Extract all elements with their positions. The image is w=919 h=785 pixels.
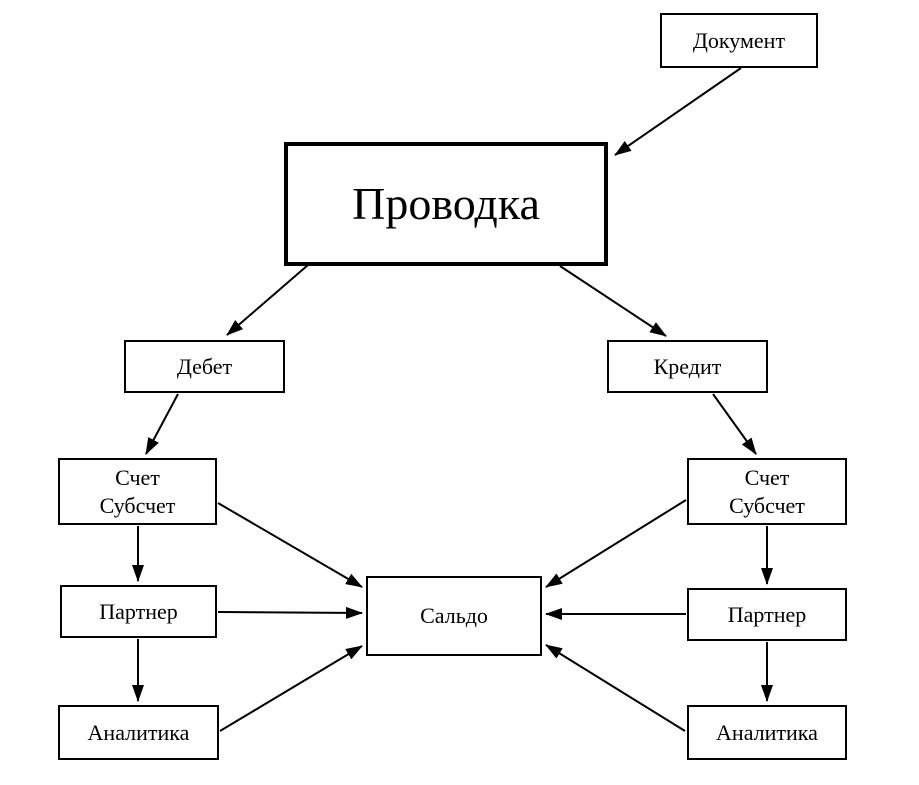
arrow-analitika-left-to-saldo [219, 645, 363, 732]
node-schet-subschet-right-line1: Счет [744, 465, 790, 490]
node-saldo: Сальдо [366, 576, 542, 656]
node-analitika-right: Аналитика [687, 705, 847, 760]
node-document-label: Документ [692, 27, 786, 53]
node-analitika-left-label: Аналитика [87, 719, 190, 745]
arrow-schet-left-to-saldo [217, 502, 363, 588]
node-partner-left-label: Партнер [99, 598, 178, 624]
node-schet-subschet-right: Счет Субсчет [687, 458, 847, 525]
node-partner-right: Партнер [687, 588, 847, 641]
node-schet-subschet-left: Счет Субсчет [58, 458, 217, 525]
arrow-analitika-right-to-saldo [545, 644, 686, 732]
node-saldo-label: Сальдо [420, 603, 488, 629]
node-debet-label: Дебет [176, 353, 233, 379]
arrow-provodka-to-debet [226, 264, 309, 336]
node-provodka: Проводка [284, 142, 608, 266]
node-schet-subschet-left-line2: Субсчет [99, 492, 176, 518]
arrow-provodka-to-kredit [559, 265, 667, 337]
node-debet: Дебет [124, 340, 285, 393]
node-schet-subschet-right-line2: Субсчет [729, 492, 805, 518]
arrow-schet-right-to-saldo [545, 499, 687, 588]
node-analitika-left: Аналитика [58, 705, 219, 760]
node-partner-right-label: Партнер [727, 601, 807, 627]
arrow-debet-to-schet-left [145, 393, 179, 455]
node-kredit: Кредит [607, 340, 768, 393]
node-document: Документ [660, 13, 818, 68]
arrow-document-to-provodka [614, 67, 742, 156]
node-schet-subschet-left-line1: Счет [115, 465, 160, 490]
node-kredit-label: Кредит [653, 353, 722, 379]
arrow-kredit-to-schet-right [712, 393, 757, 455]
node-provodka-label: Проводка [352, 177, 540, 229]
node-analitika-right-label: Аналитика [716, 719, 818, 745]
arrow-partner-left-to-saldo [217, 606, 363, 619]
node-partner-left: Партнер [60, 585, 217, 638]
